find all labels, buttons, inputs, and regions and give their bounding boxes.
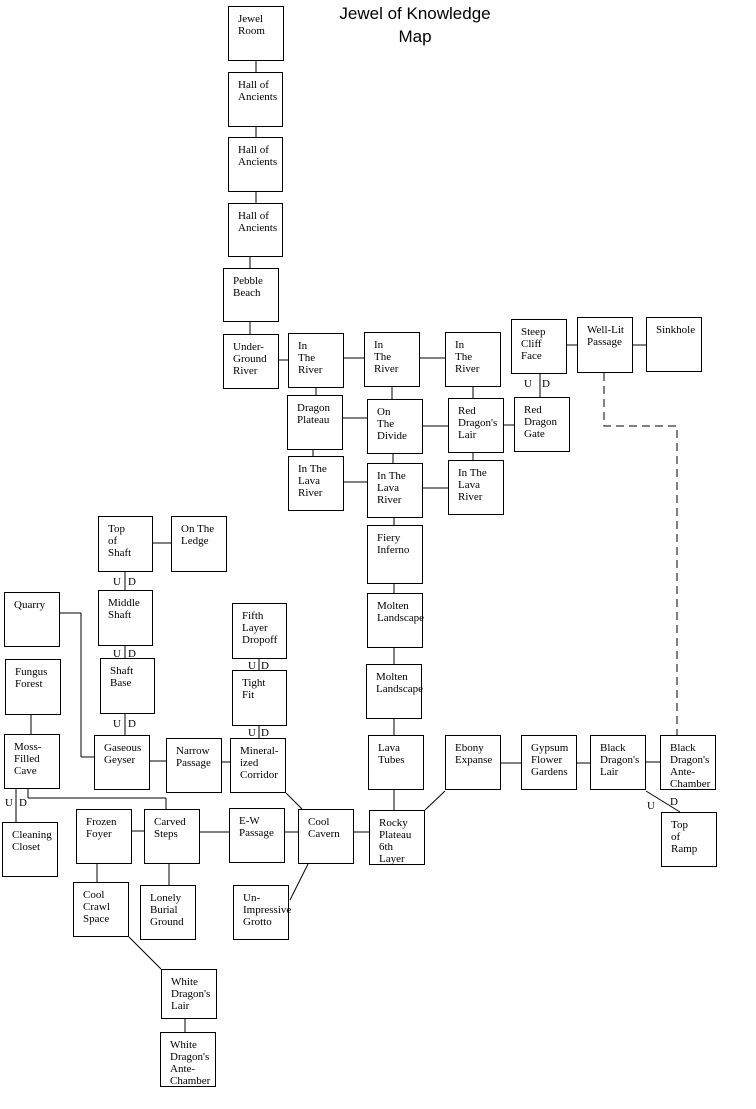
room-box: Well-Lit Passage: [577, 317, 633, 373]
room-box: Fiery Inferno: [367, 525, 423, 584]
title-line-2: Map: [398, 27, 432, 46]
room-box: Hall of Ancients: [228, 203, 283, 257]
room-box: Rocky Plateau 6th Layer: [369, 810, 425, 865]
title-line-1: Jewel of Knowledge: [339, 4, 491, 23]
connection-line: [645, 790, 681, 813]
up-label: U: [647, 800, 655, 812]
room-box: Molten Landscape: [367, 593, 424, 648]
room-box: E-W Passage: [229, 808, 285, 863]
room-box: Under- Ground River: [223, 334, 279, 389]
down-label: D: [128, 576, 136, 588]
room-box: Black Dragon's Ante- Chamber: [660, 735, 716, 790]
room-box: Jewel Room: [228, 6, 284, 61]
down-label: D: [542, 378, 550, 390]
connection-line: [424, 790, 446, 811]
room-box: Black Dragon's Lair: [590, 735, 646, 790]
up-label: U: [524, 378, 532, 390]
room-box: Mineral- ized Corridor: [230, 738, 286, 793]
connection-line: [289, 863, 309, 901]
room-box: Tight Fit: [232, 670, 287, 726]
down-label: D: [261, 660, 269, 672]
room-box: Quarry: [4, 592, 60, 647]
room-box: Red Dragon's Lair: [448, 398, 504, 453]
room-box: Middle Shaft: [98, 590, 153, 646]
room-box: In The River: [288, 333, 344, 388]
room-box: In The Lava River: [367, 463, 423, 518]
up-label: U: [113, 576, 121, 588]
room-box: Frozen Foyer: [76, 809, 132, 864]
room-box: Top of Ramp: [661, 812, 717, 867]
room-box: On The Ledge: [171, 516, 227, 572]
room-box: Ebony Expanse: [445, 735, 501, 790]
room-box: Cool Cavern: [298, 809, 354, 864]
room-box: Gaseous Geyser: [94, 735, 150, 790]
room-box: In The River: [364, 332, 420, 387]
room-box: Fungus Forest: [5, 659, 61, 715]
connection-line: [285, 792, 303, 810]
down-label: D: [19, 797, 27, 809]
room-box: Pebble Beach: [223, 268, 279, 322]
connection-line: [128, 936, 162, 970]
room-box: Molten Landscape: [366, 664, 423, 719]
up-label: U: [248, 660, 256, 672]
room-box: Steep Cliff Face: [511, 319, 567, 374]
dashed-connection: [603, 373, 678, 735]
room-box: Dragon Plateau: [287, 395, 343, 450]
room-box: Top of Shaft: [98, 516, 153, 572]
room-box: Lava Tubes: [368, 735, 424, 790]
room-box: In The Lava River: [288, 456, 344, 511]
room-box: On The Divide: [367, 399, 423, 454]
room-box: White Dragon's Ante- Chamber: [160, 1032, 216, 1087]
room-box: Cool Crawl Space: [73, 882, 129, 937]
room-box: Carved Steps: [144, 809, 200, 864]
down-label: D: [128, 648, 136, 660]
room-box: Hall of Ancients: [228, 72, 283, 127]
room-box: Lonely Burial Ground: [140, 885, 196, 940]
room-box: Moss- Filled Cave: [4, 734, 60, 789]
room-box: Cleaning Closet: [2, 822, 58, 877]
room-box: Narrow Passage: [166, 738, 222, 793]
room-box: Shaft Base: [100, 658, 155, 714]
room-box: Red Dragon Gate: [514, 397, 570, 452]
room-box: In The Lava River: [448, 460, 504, 515]
down-label: D: [670, 796, 678, 808]
up-label: U: [248, 727, 256, 739]
room-box: Fifth Layer Dropoff: [232, 603, 287, 659]
room-box: White Dragon's Lair: [161, 969, 217, 1019]
room-box: Hall of Ancients: [228, 137, 283, 192]
down-label: D: [261, 727, 269, 739]
room-box: Sinkhole: [646, 317, 702, 372]
room-box: Gypsum Flower Gardens: [521, 735, 577, 790]
room-box: In The River: [445, 332, 501, 387]
up-label: U: [113, 718, 121, 730]
down-label: D: [128, 718, 136, 730]
up-label: U: [5, 797, 13, 809]
up-label: U: [113, 648, 121, 660]
map-title: Jewel of Knowledge Map: [305, 2, 525, 48]
room-box: Un- Impressive Grotto: [233, 885, 291, 940]
